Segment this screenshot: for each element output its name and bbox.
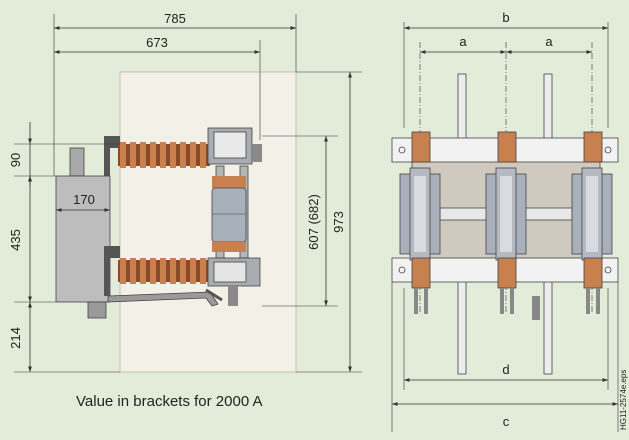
upper-insulator bbox=[118, 142, 210, 168]
pole-3 bbox=[571, 131, 613, 314]
dim-607-682: 607 (682) bbox=[306, 194, 321, 250]
pole-1 bbox=[399, 131, 441, 314]
dim-214: 214 bbox=[8, 327, 23, 349]
dim-a-left: a bbox=[459, 34, 467, 49]
dim-673: 673 bbox=[146, 35, 168, 50]
dim-d: d bbox=[502, 362, 509, 377]
dim-973: 973 bbox=[331, 211, 346, 233]
vacuum-interrupter bbox=[211, 187, 247, 243]
figure-code: HG11-2574e.eps bbox=[619, 370, 628, 430]
dim-435: 435 bbox=[8, 229, 23, 251]
lower-insulator bbox=[118, 258, 210, 284]
side-view: 785 673 90 435 214 170 607 (682) 9 bbox=[8, 11, 362, 410]
dim-170: 170 bbox=[73, 192, 95, 207]
dim-a-right: a bbox=[545, 34, 553, 49]
top-stub bbox=[69, 147, 85, 177]
dim-785: 785 bbox=[164, 11, 186, 26]
front-view: b a a bbox=[391, 10, 628, 432]
drive-cabinet bbox=[55, 175, 111, 303]
bracket-note: Value in brackets for 2000 A bbox=[76, 393, 263, 410]
dim-b: b bbox=[502, 10, 509, 25]
cabinet-foot bbox=[87, 301, 107, 319]
dim-90: 90 bbox=[8, 153, 23, 167]
dim-c: c bbox=[503, 414, 510, 429]
pole-assembly bbox=[207, 127, 262, 306]
upper-bracket bbox=[104, 136, 120, 176]
mounting-panel bbox=[119, 71, 297, 373]
pole-2 bbox=[485, 131, 540, 320]
lower-bracket bbox=[104, 246, 120, 296]
